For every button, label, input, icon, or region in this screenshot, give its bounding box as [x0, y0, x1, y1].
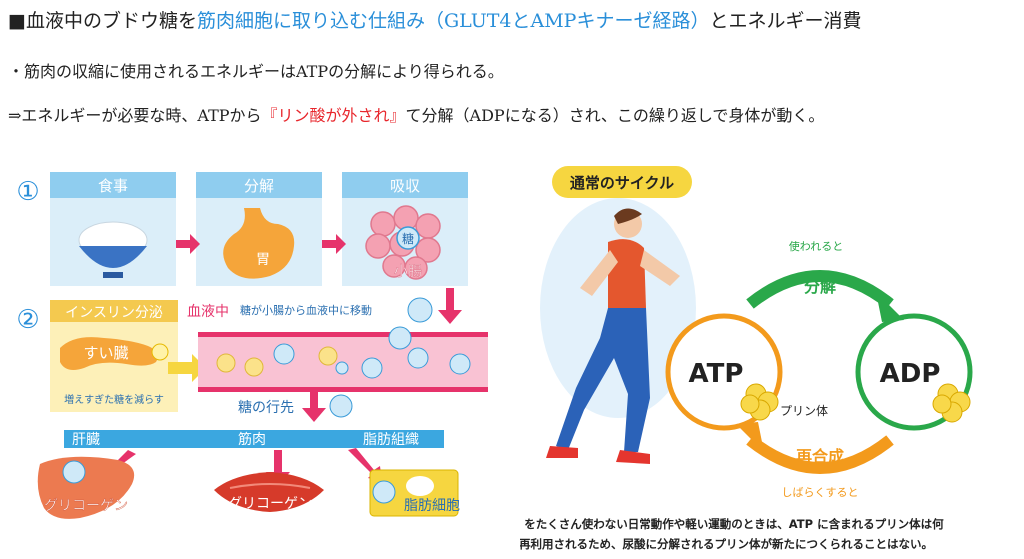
liver-result: グリコーゲン [44, 498, 128, 514]
atp-label: ATP [689, 359, 744, 389]
heading-line: ■血液中のブドウ糖を筋肉細胞に取り込む仕組み（GLUT4とAMPキナーゼ経路）と… [8, 6, 861, 33]
fat-cell-result: 脂肪細胞 [404, 498, 460, 514]
heading-highlight: 筋肉細胞に取り込む仕組み（GLUT4とAMPキナーゼ経路） [196, 10, 710, 32]
arrow-down-icon [438, 288, 462, 324]
stage-digest-panel: 分解 胃 [196, 172, 322, 286]
insulin-molecule-icon [151, 343, 169, 361]
muscle-icon [214, 472, 324, 512]
phosphate-icon [740, 383, 779, 421]
insulin-panel: インスリン分泌 すい臓 増えすぎた糖を減らす [50, 300, 178, 412]
heading-prefix: ■血液中のブドウ糖を [8, 10, 197, 32]
pancreas-icon [60, 337, 158, 370]
target-liver: 肝臓 [72, 432, 100, 448]
stomach-label: 胃 [256, 252, 270, 268]
sugar-molecule-icon [329, 394, 353, 418]
target-muscle: 筋肉 [238, 431, 266, 448]
insulin-title: インスリン分泌 [65, 305, 163, 321]
arrow-head-icon [876, 292, 904, 322]
stage-meal-title: 食事 [98, 177, 128, 195]
cycle-arrow-bottom [746, 435, 894, 474]
stage-digest-title: 分解 [244, 177, 274, 195]
arrow-right-icon [322, 234, 346, 254]
sugar-flow-diagram: ① ② 食事 分解 胃 吸収 糖 小腸 [16, 172, 488, 519]
destination-label: 糖の行先 [238, 400, 294, 416]
intestine-label: 小腸 [394, 264, 422, 280]
target-fat: 脂肪組織 [363, 432, 419, 448]
stage-absorb-panel: 吸収 糖 小腸 [342, 172, 468, 286]
cycle-arrow-top [746, 270, 894, 309]
cycle-badge [552, 166, 692, 198]
insulin-caption: 増えすぎた糖を減らす [64, 393, 164, 406]
target-bar [64, 430, 444, 448]
blood-vessel [198, 297, 488, 392]
cycle-badge-label: 通常のサイクル [570, 174, 674, 192]
cycle-bottom-label: 再合成 [796, 447, 844, 466]
runner-icon [540, 198, 696, 464]
pancreas-label: すい臓 [83, 344, 128, 362]
sugar-molecule-icon [396, 226, 420, 250]
arrow-head-icon [736, 422, 764, 452]
cycle-top-label: 分解 [804, 277, 836, 296]
sugar-label: 糖 [402, 231, 414, 246]
arrow-line-highlight: 『リン酸が外され』 [261, 106, 406, 125]
liver-icon [37, 456, 135, 519]
step1-number: ① [16, 177, 39, 207]
cycle-bottom-small: しばらくすると [782, 486, 859, 499]
fat-cell-icon [369, 469, 459, 517]
stomach-icon [223, 208, 295, 279]
phosphate-icon [932, 383, 971, 423]
rice-bowl-icon [78, 221, 148, 278]
cycle-caption-line2: 度も再利用されるため、尿酸に分解されるプリン体が新たにつくられることはない。 [520, 537, 933, 551]
cycle-caption-line1: ATP をたくさん使わない日常動作や軽い運動のときは、ATP に含まれるプリン体… [520, 517, 944, 531]
bullet-line: ・筋肉の収縮に使用されるエネルギーはATPの分解により得られる。 [8, 62, 504, 81]
muscle-result: グリコーゲン [228, 496, 312, 512]
arrow-line: ⇒エネルギーが必要な時、ATPから『リン酸が外され』て分解（ADPになる）され、… [8, 102, 824, 126]
blood-tag: 血液中 [187, 304, 229, 320]
atp-cycle-diagram: 通常のサイクル ATP ADP プリン体 使われると 分解 再合成 しばらくする… [520, 166, 973, 551]
cycle-top-small: 使われると [789, 240, 843, 253]
arrow-right-icon [168, 354, 206, 382]
adp-label: ADP [880, 359, 941, 389]
purine-label: プリン体 [780, 404, 828, 418]
step2-number: ② [16, 305, 39, 335]
arrow-down-icon [302, 390, 326, 422]
heading-suffix: とエネルギー消費 [709, 10, 862, 32]
stage-meal-panel: 食事 [50, 172, 176, 286]
arrow-line-suffix: て分解（ADPになる）され、この繰り返しで身体が動く。 [405, 106, 825, 125]
blood-note: 糖が小腸から血液中に移動 [240, 303, 372, 317]
arrow-right-icon [176, 234, 200, 254]
arrow-line-prefix: ⇒エネルギーが必要な時、ATPから [8, 106, 262, 125]
stage-absorb-title: 吸収 [390, 177, 420, 195]
